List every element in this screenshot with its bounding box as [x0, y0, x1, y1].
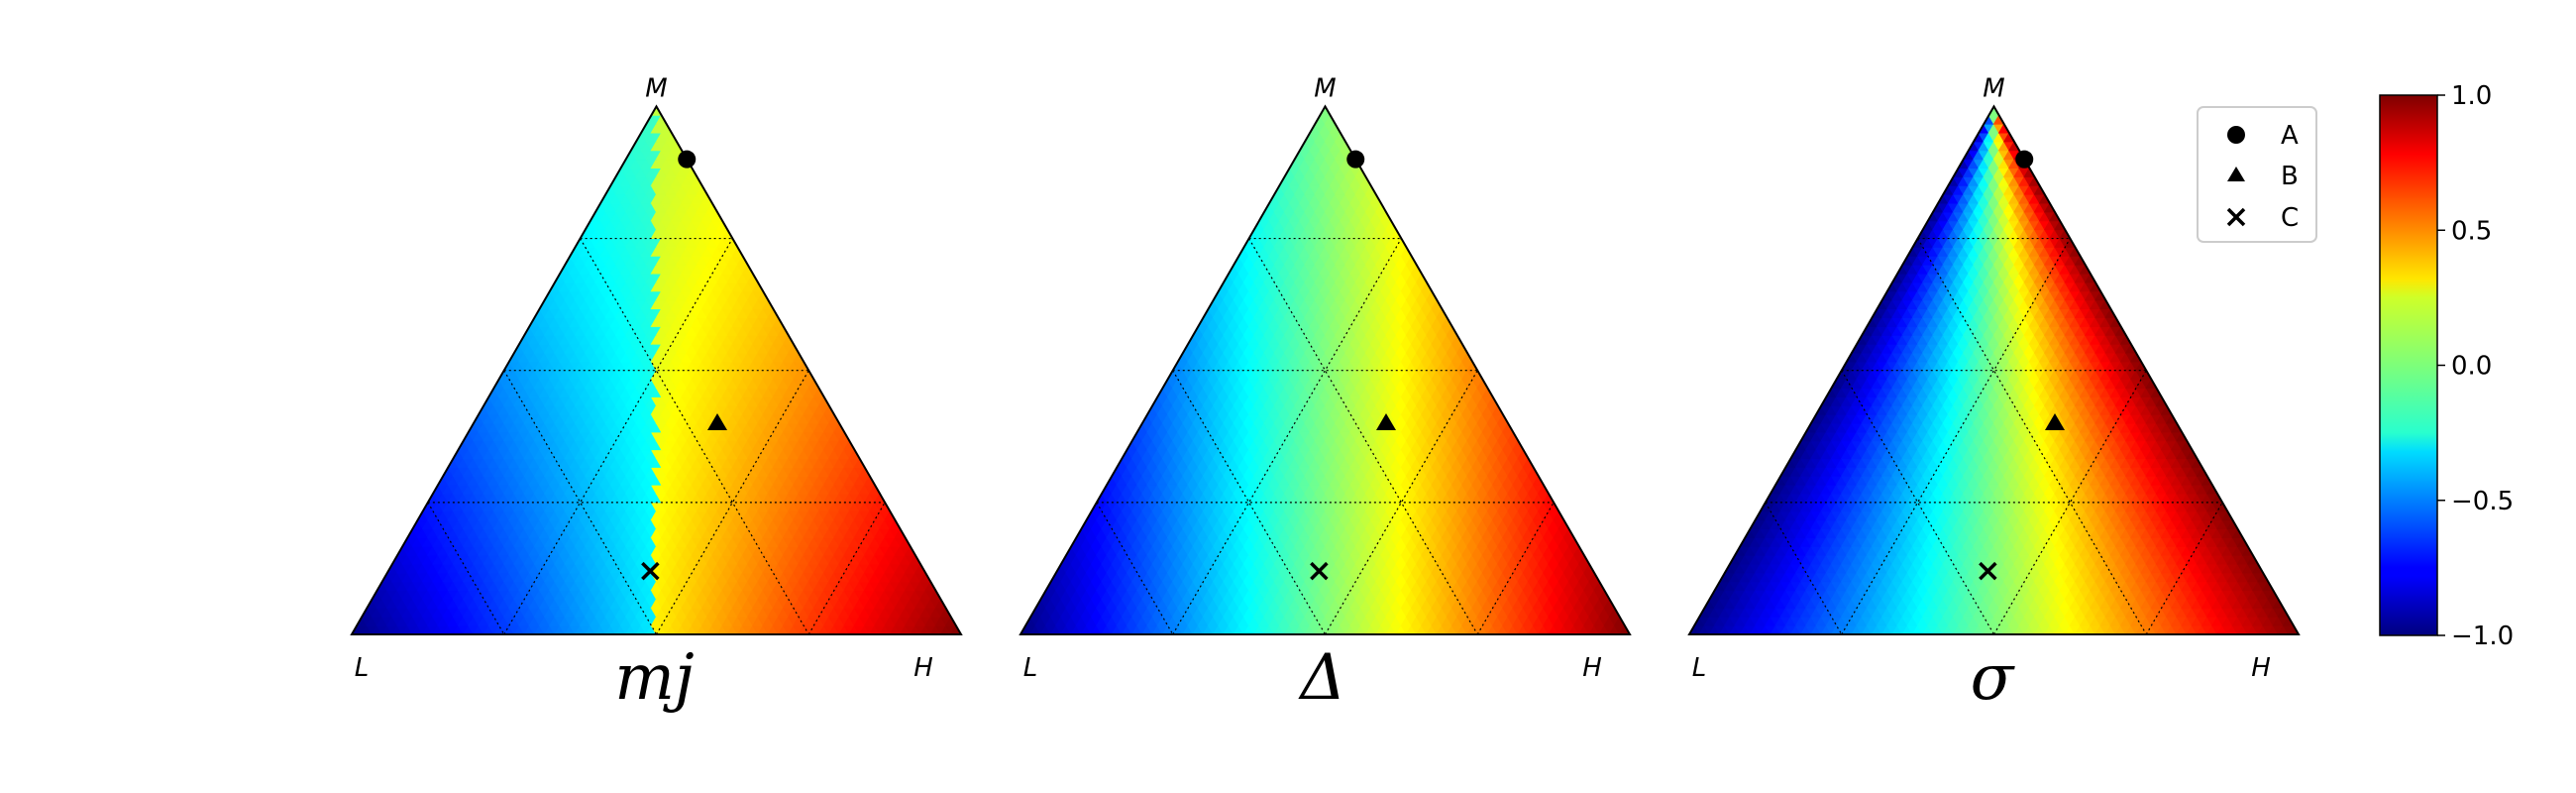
- vertex-label-top: M: [645, 73, 667, 103]
- marker-a: [678, 150, 697, 169]
- heatmap-cells: [351, 105, 962, 636]
- vertex-label-right: H: [913, 653, 933, 683]
- ternary-panel-mj: M L H mj: [350, 73, 963, 715]
- ternary-panel-delta: M L H Δ: [1019, 73, 1632, 715]
- panel-title: mj: [614, 641, 695, 715]
- vertex-label-left: L: [355, 653, 370, 683]
- heatmap-cells: [1020, 105, 1631, 636]
